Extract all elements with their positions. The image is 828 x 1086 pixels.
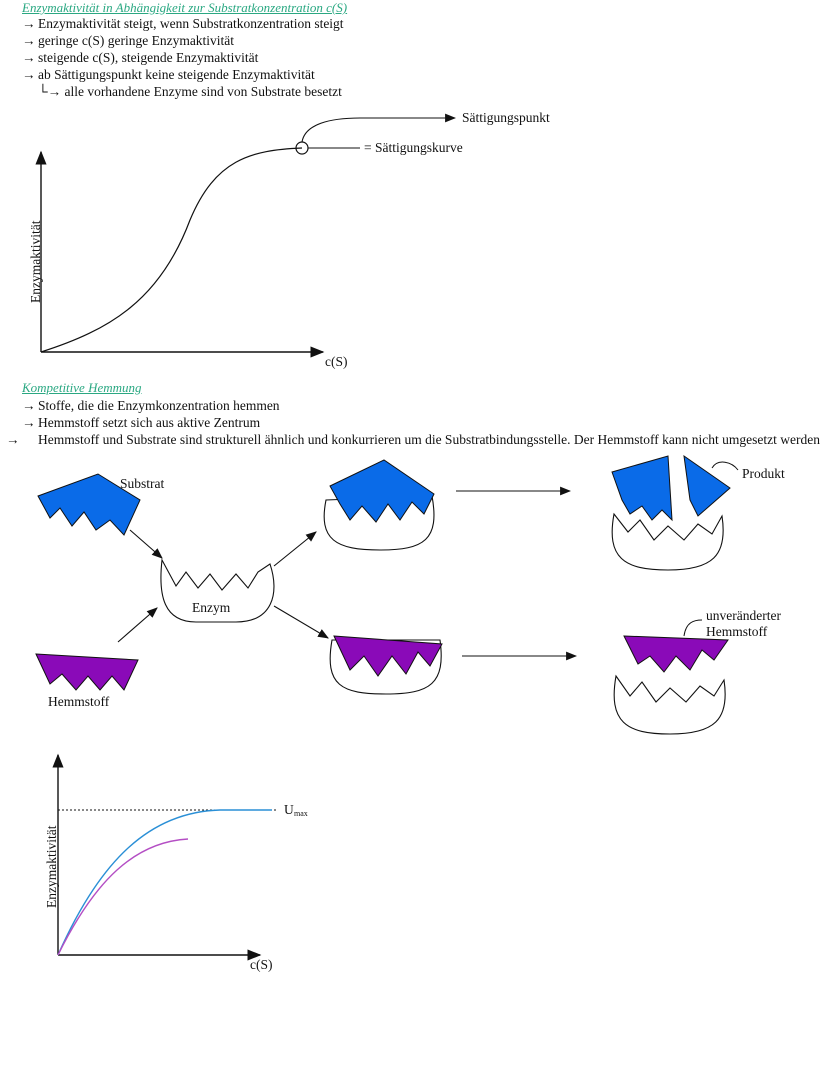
arrow-icon: → <box>22 33 36 48</box>
vmax-label: U <box>284 802 294 817</box>
arrow-icon: → <box>22 67 36 82</box>
produkt-label: Produkt <box>742 466 785 481</box>
arrow-hemmstoff-enzym <box>117 607 158 643</box>
arrow-substrat-enzym <box>129 529 163 559</box>
arrow-icon: → <box>22 16 36 31</box>
curve-uninhibited <box>57 809 272 956</box>
vmax-subscript: max <box>294 809 308 818</box>
bullet-7: →Hemmstoff und Substrate sind strukturel… <box>6 432 820 447</box>
sub-arrow-icon: └→ <box>38 84 62 99</box>
saturation-point-pointer <box>301 113 457 143</box>
arrow-icon: → <box>6 432 20 447</box>
bullet-3: →steigende c(S), steigende Enzymaktivitä… <box>22 50 259 65</box>
released-enzym-top <box>611 512 724 571</box>
bullet-6: →Hemmstoff setzt sich aus aktive Zentrum <box>22 415 261 430</box>
hemmstoff-shape <box>35 653 139 691</box>
saturation-point-marker <box>295 141 309 155</box>
section2-heading: Kompetitive Hemmung <box>22 380 142 395</box>
unveraendert-pointer <box>683 619 703 637</box>
arrow-icon: → <box>22 415 36 430</box>
bullet-4: →ab Sättigungspunkt keine steigende Enzy… <box>22 67 315 82</box>
saturation-curve-label: = Sättigungskurve <box>364 140 463 155</box>
arrow-icon: → <box>22 50 36 65</box>
released-enzym-bottom <box>613 674 726 735</box>
arrow-icon: → <box>22 398 36 413</box>
ei-complex-enzym <box>329 639 442 695</box>
produkt-pointer <box>711 461 739 471</box>
bullet-1: →Enzymaktivität steigt, wenn Substratkon… <box>22 16 344 31</box>
arrow-enzym-top <box>273 531 317 567</box>
x-axis-label-2: c(S) <box>250 957 273 972</box>
curve-inhibited <box>57 838 189 956</box>
produkt-piece-left <box>611 455 673 522</box>
x-axis-label: c(S) <box>325 354 348 369</box>
bullet-2: →geringe c(S) geringe Enzymaktivität <box>22 33 235 48</box>
produkt-piece-right <box>683 454 731 517</box>
es-complex-enzym <box>323 495 435 551</box>
sub-note: └→ alle vorhandene Enzyme sind von Subst… <box>22 83 342 100</box>
enzym-label: Enzym <box>192 600 231 615</box>
es-complex-substrat <box>329 459 435 523</box>
unveraendert-label-2: Hemmstoff <box>706 624 768 639</box>
arrow-enzym-bottom <box>273 605 329 639</box>
hemmstoff-label: Hemmstoff <box>48 694 110 709</box>
ei-complex-hemmstoff <box>333 635 443 677</box>
substrat-label: Substrat <box>120 476 165 491</box>
bullet-5: →Stoffe, die die Enzymkonzentration hemm… <box>22 398 280 413</box>
y-axis-label: Enzymaktivität <box>28 220 43 303</box>
y-axis-label-2: Enzymaktivität <box>44 825 59 908</box>
unveraendert-label-1: unveränderter <box>706 608 781 623</box>
unveraendert-hemmstoff-shape <box>623 635 729 673</box>
saturation-curve <box>40 147 303 353</box>
substrat-shape <box>37 473 141 536</box>
enzym-shape <box>160 558 275 623</box>
section1-heading: Enzymaktivität in Abhängigkeit zur Subst… <box>22 0 348 15</box>
saturation-point-label: Sättigungspunkt <box>462 110 550 125</box>
